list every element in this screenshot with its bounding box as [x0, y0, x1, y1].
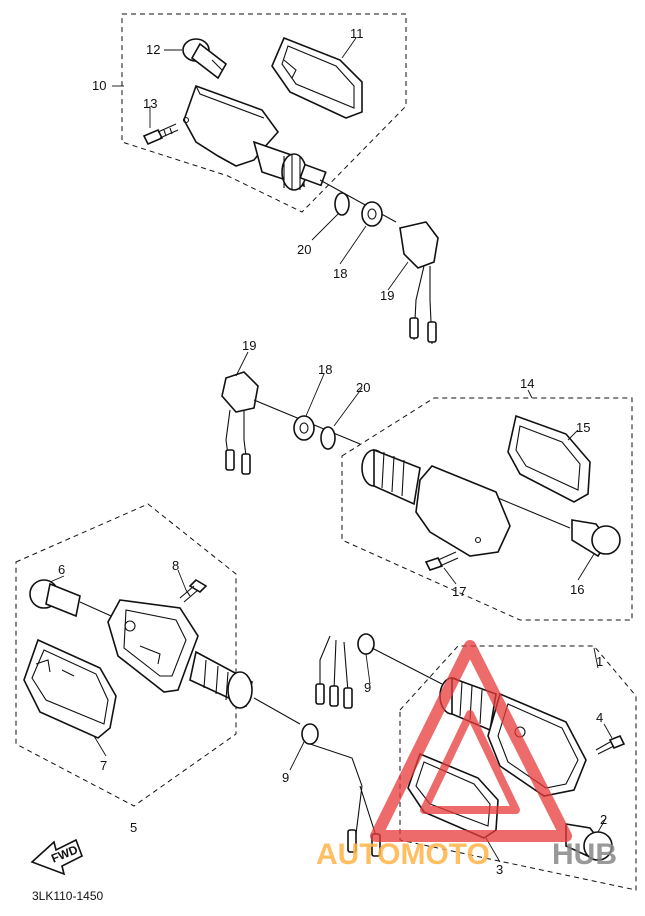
callout-15: 11: [350, 26, 364, 41]
callout-6: 6: [58, 562, 65, 577]
watermark-text-part1: AUTOMOTO: [316, 838, 490, 871]
assembly-10-boundary: [341, 397, 633, 621]
callout-3: 3: [496, 862, 503, 877]
bulb-2: [565, 823, 613, 861]
callout-7: 7: [100, 758, 107, 773]
housing-5: [107, 599, 301, 725]
washer-20-upper: [334, 192, 350, 216]
callout-19-upper: 19: [380, 288, 394, 303]
callout-9-right: 9: [364, 680, 371, 695]
callout-18-upper: 18: [333, 266, 347, 281]
lens-15: [271, 36, 363, 119]
assembly-5-group: [15, 503, 301, 807]
callout-17: 13: [143, 96, 157, 111]
watermark-triangle-outer-icon: [370, 640, 572, 842]
callout-18-middle: 18: [318, 362, 332, 377]
assembly-14-boundary: [121, 13, 407, 213]
callout-4: 4: [596, 710, 603, 725]
screw-17: [142, 116, 190, 146]
callout-10: 14: [520, 376, 534, 391]
assembly-5-boundary: [15, 503, 237, 807]
housing-10: [361, 448, 511, 557]
callout-9-left: 9: [282, 770, 289, 785]
lens-11: [507, 414, 591, 503]
watermark-triangle-inner-icon: [420, 710, 520, 814]
callout-12: 16: [570, 582, 584, 597]
grommet-18-upper: [361, 201, 383, 227]
bulb-12: [497, 497, 621, 558]
grommet-19-middle: [221, 371, 361, 475]
callout-8: 8: [172, 558, 179, 573]
lens-3: [407, 752, 499, 839]
bulb-6: [29, 579, 121, 621]
callout-14: 10: [92, 78, 106, 93]
drawing-code: 3LK110-1450: [32, 889, 104, 903]
watermark-text-part2: HUB: [552, 838, 617, 871]
assembly-14-group: [121, 13, 439, 345]
callout-20-upper: 20: [297, 242, 311, 257]
callout-19-middle: 19: [242, 338, 256, 353]
screw-13: [424, 551, 459, 571]
bulb-16: [182, 38, 228, 80]
wiring-9-left: [301, 723, 381, 857]
housing-14: [183, 84, 397, 223]
watermark-logo: AUTOMOTO HUB: [316, 640, 617, 871]
callout-13: 17: [452, 584, 466, 599]
callout-20-middle: 20: [356, 380, 370, 395]
wiring-9-right: [315, 633, 443, 709]
callout-2: 2: [600, 812, 607, 827]
lens-7: [23, 638, 117, 739]
forward-arrow-icon: [30, 838, 84, 876]
grommet-19-upper: [399, 221, 439, 345]
callout-11: 15: [576, 420, 590, 435]
forward-direction-indicator: FWD: [30, 838, 84, 876]
callout-5: 5: [130, 820, 137, 835]
screw-8: [179, 578, 208, 603]
callout-16: 12: [146, 42, 160, 57]
washer-20-middle: [320, 426, 336, 450]
grommet-18-middle: [293, 415, 315, 441]
callout-labels: 10 12 11 13 20 18 19 19 18 20 14 15 16 1…: [58, 26, 607, 877]
callout-1: 1: [596, 654, 603, 669]
assembly-10-group: [221, 371, 633, 621]
screw-4: [595, 734, 626, 755]
leader-lines: [49, 37, 613, 863]
